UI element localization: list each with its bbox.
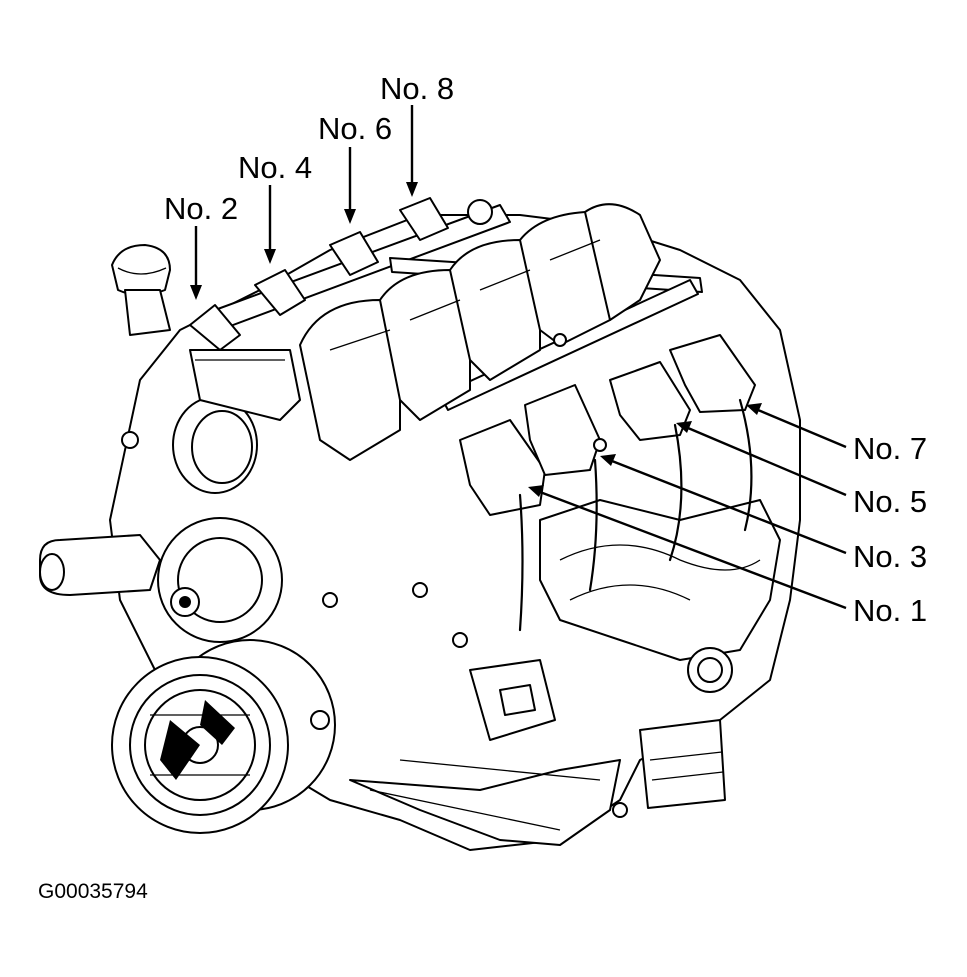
coolant-outlet xyxy=(39,534,161,596)
label-cylinder-4: No. 4 xyxy=(238,150,313,185)
ignition-coils xyxy=(189,197,756,516)
label-cylinder-5: No. 5 xyxy=(853,484,928,519)
upper-pulley xyxy=(157,517,283,643)
bolts xyxy=(121,333,628,818)
label-cylinder-1: No. 1 xyxy=(853,593,928,628)
label-cylinder-6: No. 6 xyxy=(318,111,393,146)
label-cylinder-8: No. 8 xyxy=(380,71,455,106)
spark-plug-wires xyxy=(518,398,753,632)
crankshaft-pulley xyxy=(111,639,336,834)
starter xyxy=(469,659,556,741)
label-cylinder-7: No. 7 xyxy=(853,431,928,466)
oil-filler-cap xyxy=(111,244,171,336)
label-cylinder-2: No. 2 xyxy=(164,191,239,226)
oil-filter xyxy=(639,719,726,809)
callout-arrows xyxy=(190,105,847,610)
label-cylinder-3: No. 3 xyxy=(853,539,928,574)
intake-manifold xyxy=(299,203,661,461)
exhaust-manifold xyxy=(539,499,781,693)
throttle-body xyxy=(172,349,301,494)
figure-id: G00035794 xyxy=(38,880,148,903)
